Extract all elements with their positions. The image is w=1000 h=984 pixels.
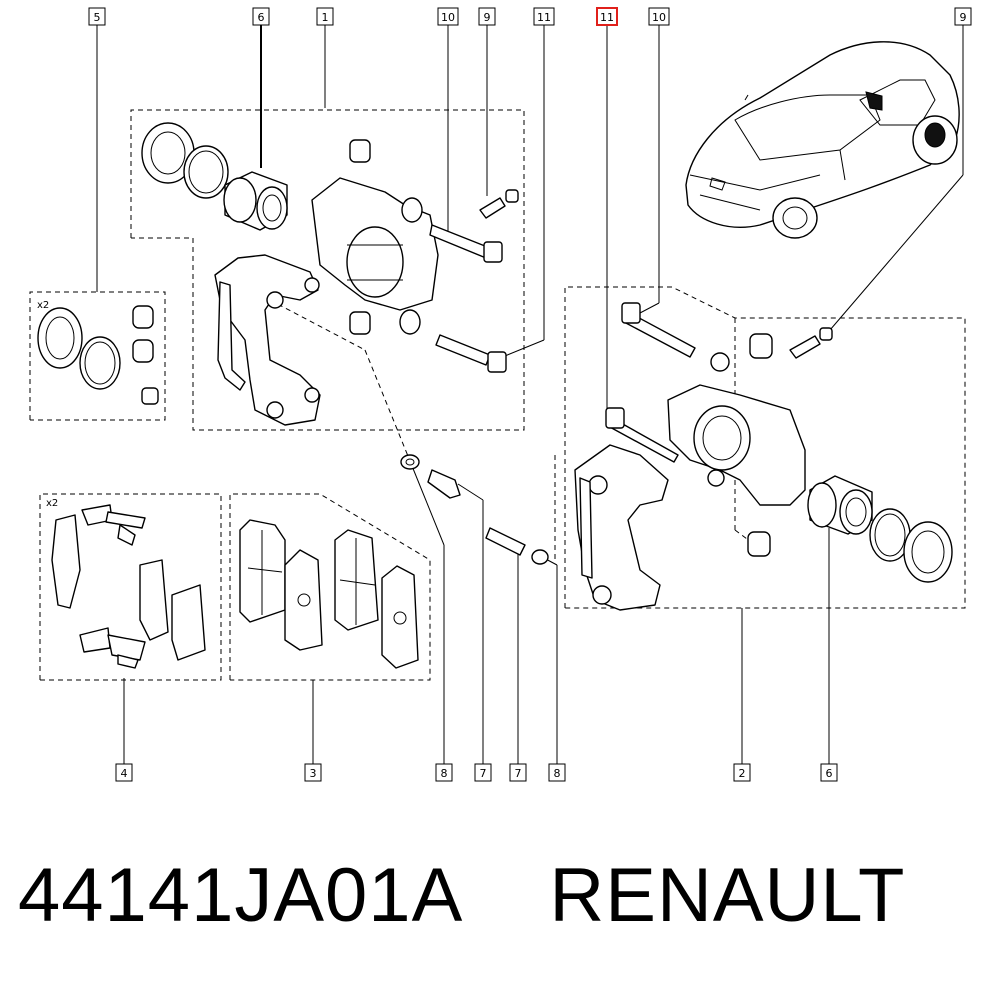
- callout-2-bottom: 2: [733, 763, 751, 782]
- qty-label-seals: x2: [37, 300, 49, 311]
- svg-text:4: 4: [121, 767, 128, 780]
- leader-lines: [96, 25, 964, 764]
- svg-text:6: 6: [826, 767, 833, 780]
- callout-6-top: 6: [252, 7, 270, 26]
- callout-6-bottom: 6: [820, 763, 838, 782]
- svg-text:6: 6: [258, 11, 265, 24]
- qty-label-clips: x2: [46, 498, 58, 509]
- brand-name: RENAULT: [549, 853, 906, 938]
- vehicle-illustration: [685, 41, 960, 239]
- svg-text:8: 8: [441, 767, 448, 780]
- brake-pads-3: [239, 519, 419, 669]
- callout-8-bottom-right: 8: [548, 763, 566, 782]
- svg-text:7: 7: [480, 767, 487, 780]
- callout-4-bottom: 4: [115, 763, 133, 782]
- callout-5-top: 5: [88, 7, 106, 26]
- callout-8-bottom-left: 8: [435, 763, 453, 782]
- callout-labels: 5 6 1 10 9 11 11 10: [88, 7, 972, 782]
- svg-text:5: 5: [94, 11, 101, 24]
- right-caliper-assembly: [574, 302, 953, 611]
- callout-7-bottom-left: 7: [474, 763, 492, 782]
- svg-text:11: 11: [537, 11, 551, 24]
- svg-text:1: 1: [322, 11, 329, 24]
- callout-10-top-right: 10: [648, 7, 670, 26]
- svg-text:9: 9: [484, 11, 491, 24]
- svg-text:10: 10: [441, 11, 455, 24]
- callout-1-top: 1: [316, 7, 334, 26]
- callout-11-top-right-highlighted: 11: [596, 7, 618, 26]
- part-caption: 44141JA01A RENAULT: [18, 858, 905, 934]
- svg-text:3: 3: [310, 767, 317, 780]
- group-boundaries: [29, 109, 966, 681]
- callout-9-top-left: 9: [478, 7, 496, 26]
- seal-kit-5: x2: [37, 300, 159, 405]
- left-caliper-assembly: [141, 122, 519, 426]
- callout-3-bottom: 3: [304, 763, 322, 782]
- svg-text:9: 9: [960, 11, 967, 24]
- svg-text:2: 2: [739, 767, 746, 780]
- svg-text:10: 10: [652, 11, 666, 24]
- clip-kit-4: x2: [46, 498, 206, 669]
- callout-7-bottom-right: 7: [509, 763, 527, 782]
- svg-text:8: 8: [554, 767, 561, 780]
- callout-11-top-left: 11: [533, 7, 555, 26]
- callout-9-top-right: 9: [954, 7, 972, 26]
- svg-text:11: 11: [600, 11, 614, 24]
- loose-fasteners: [400, 454, 549, 565]
- callout-10-top-left: 10: [437, 7, 459, 26]
- svg-text:7: 7: [515, 767, 522, 780]
- part-number: 44141JA01A: [18, 853, 464, 938]
